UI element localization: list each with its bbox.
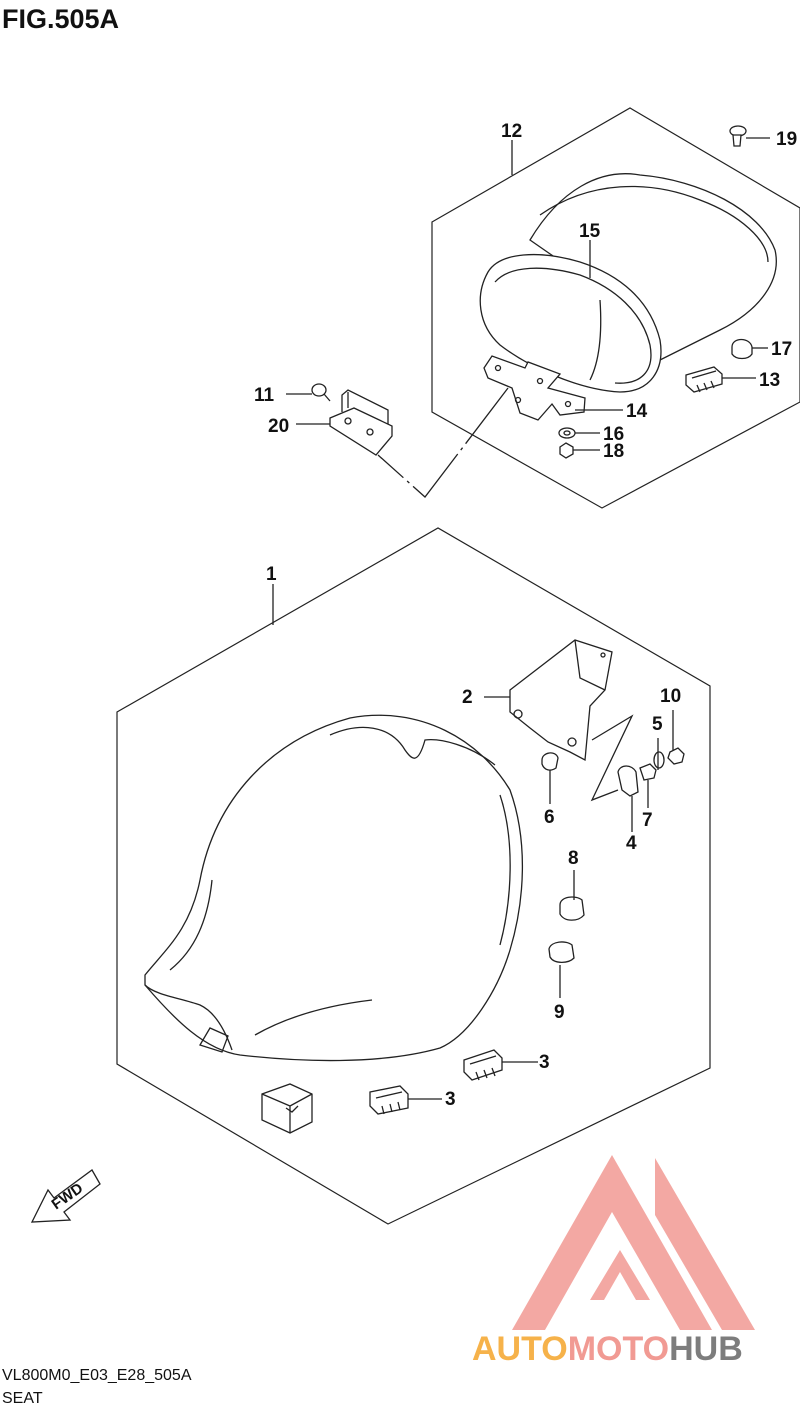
collar-7-drawing: [639, 763, 657, 781]
front-seat-kit-box: [116, 527, 711, 1225]
callout-14: 14: [626, 401, 648, 422]
cushion-8-drawing: [559, 896, 585, 921]
callout-3b: 3: [445, 1089, 456, 1110]
callout-1: 1: [266, 564, 277, 585]
callout-9: 9: [554, 1002, 565, 1023]
pillion-bracket-drawing: [483, 355, 586, 421]
callout-18: 18: [603, 441, 624, 462]
watermark-part3: HUB: [669, 1330, 743, 1368]
hook-plate-20-drawing: [329, 407, 393, 456]
fwd-arrow-icon: [30, 1169, 101, 1223]
lock-4-drawing: [617, 765, 639, 797]
bracket-2-drawing: [509, 639, 613, 762]
callout-20: 20: [268, 416, 289, 437]
figure-title: FIG.505A: [2, 4, 119, 34]
callout-19: 19: [776, 129, 797, 150]
cushion-13-drawing: [685, 366, 723, 393]
callout-13: 13: [759, 370, 780, 391]
front-seat-drawing: [144, 714, 524, 1062]
figure-name: SEAT: [2, 1390, 43, 1407]
nut-18-drawing: [559, 442, 574, 459]
callout-2: 2: [462, 687, 473, 708]
watermark: AUTOMOTOHUB: [472, 1155, 755, 1368]
callout-11: 11: [254, 385, 275, 406]
bolt-11-drawing: [311, 383, 327, 397]
bolt-19-drawing: [729, 125, 747, 147]
callout-16: 16: [603, 424, 624, 445]
callout-3a: 3: [539, 1052, 550, 1073]
callout-4: 4: [626, 833, 637, 854]
label-box-drawing: [261, 1083, 313, 1134]
watermark-triangle-icon: [512, 1155, 755, 1330]
pillion-seat-group: [377, 107, 800, 509]
hook-plate-group: [286, 383, 393, 456]
cushion-17-drawing: [731, 338, 753, 360]
callout-labels: 1 2 3 3 4 5 6 7 8 9 10 11 12 13 14 15 16…: [254, 121, 797, 1110]
washer-16-drawing: [558, 427, 576, 439]
callout-10: 10: [660, 686, 681, 707]
washer-6-drawing: [541, 752, 559, 771]
watermark-text: AUTOMOTOHUB: [472, 1330, 743, 1368]
callout-8: 8: [568, 848, 579, 869]
cushion-9-drawing: [548, 941, 575, 964]
cushion-3a-drawing: [463, 1049, 503, 1081]
cushion-3b-drawing: [369, 1085, 409, 1115]
callout-15: 15: [579, 221, 601, 242]
watermark-part1: AUTO: [472, 1330, 568, 1368]
callout-7: 7: [642, 810, 653, 831]
fwd-arrow: FWD: [30, 1169, 101, 1223]
pillion-seat-drawing: [479, 173, 777, 393]
pillion-seat-kit-box: [431, 107, 800, 509]
figure-code: VL800M0_E03_E28_505A: [2, 1367, 192, 1384]
callout-6: 6: [544, 807, 555, 828]
nut-10-drawing: [667, 747, 685, 765]
washer-5-drawing: [653, 751, 665, 769]
callout-17: 17: [771, 339, 792, 360]
callout-12: 12: [501, 121, 522, 142]
watermark-part2: MOTO: [568, 1330, 669, 1368]
front-seat-group: [116, 527, 711, 1225]
callout-5: 5: [652, 714, 663, 735]
